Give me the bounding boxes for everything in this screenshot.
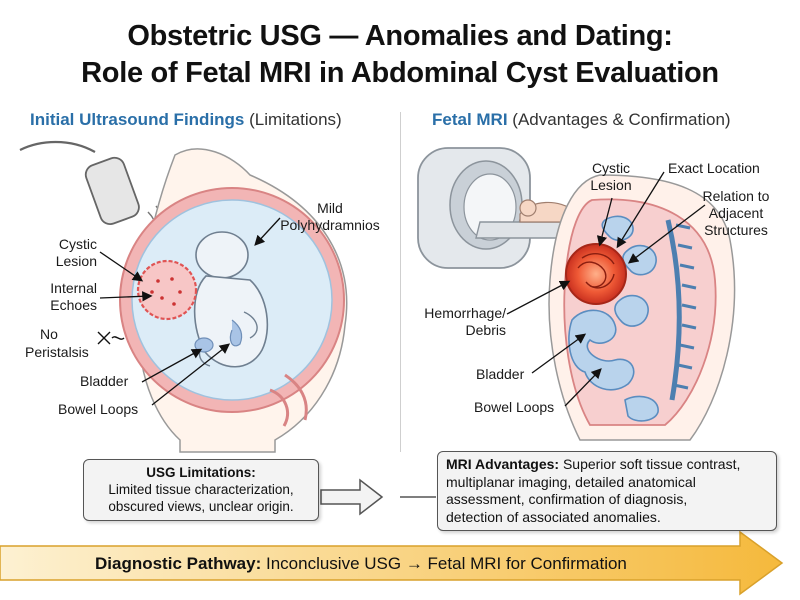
mri-hemorrhagic-lesion [565,243,627,305]
maternal-spine-pelvis [269,373,308,427]
mri-label-lesion: Lesion [590,177,632,193]
mri-advantages-box: MRI Advantages: Superior soft tissue con… [437,451,777,531]
mri-advantages-line3: assessment, confirmation of diagnosis, [446,491,688,507]
mri-leader-lines [506,171,706,407]
diagnostic-pathway-arrow [0,530,784,596]
usg-heading-rest: (Limitations) [244,110,342,129]
diagnostic-pathway-description: Inconclusive USG → Fetal MRI for Confirm… [261,554,627,573]
usg-label-mild: Mild [317,200,343,216]
mri-advantages-text1: Superior soft tissue contrast, [559,456,741,472]
mri-label-bowel-loops: Bowel Loops [474,399,555,415]
mri-heading-rest: (Advantages & Confirmation) [507,110,731,129]
usg-label-peristalsis: Peristalsis [25,344,89,360]
usg-label-no: No [40,326,58,342]
mri-heading-bold: Fetal MRI [432,110,508,129]
fetus [193,231,269,368]
usg-limitations-line1: Limited tissue characterization, [108,482,294,497]
mri-advantages-heading: MRI Advantages: [446,456,560,472]
mri-label-debris: Debris [465,322,506,338]
box-connector-arrows [320,478,436,516]
page-title-line1: Obstetric USG — Anomalies and Dating: [127,20,673,52]
mri-advantages-line1: MRI Advantages: Superior soft tissue con… [446,456,768,474]
usg-heading-bold: Initial Ultrasound Findings [30,110,245,129]
diagnostic-pathway-label: Diagnostic Pathway: [95,554,262,573]
usg-cystic-lesion [136,259,198,321]
usg-leader-lines [99,217,281,406]
diagnostic-pathway-text: Diagnostic Pathway: Inconclusive USG → F… [95,554,627,574]
mri-label-exact-location: Exact Location [668,160,760,176]
mri-label-cystic: Cystic [591,160,631,176]
mri-label-hemorrhage: Hemorrhage/ [424,305,506,321]
usg-limitations-line2: obscured views, unclear origin. [108,499,294,514]
mri-label-bladder: Bladder [476,366,525,382]
mri-advantages-line2: multiplanar imaging, detailed anatomical [446,473,696,490]
usg-label-bowel-loops: Bowel Loops [58,401,139,417]
usg-label-lesion: Lesion [55,253,97,269]
usg-label-cystic: Cystic [58,236,97,252]
no-peristalsis-icon [97,331,125,345]
usg-label-bladder: Bladder [80,373,129,389]
mri-spine [665,219,697,401]
usg-label-polyhydramnios: Polyhydramnios [280,217,380,233]
mri-label-structures: Structures [704,222,768,238]
page-title-line2: Role of Fetal MRI in Abdominal Cyst Eval… [81,57,719,89]
mri-section-heading: Fetal MRI (Advantages & Confirmation) [432,110,731,130]
mri-label-hemorrhage-debris: Hemorrhage/Debris [420,305,506,339]
mri-scanner [417,147,606,269]
usg-label-echoes: Echoes [50,297,97,313]
section-divider [400,112,401,452]
mri-advantages-line4: detection of associated anomalies. [446,508,661,525]
usg-label-internal: Internal [50,280,97,296]
mri-label-relation-to: Relation to [702,188,770,204]
usg-section-heading: Initial Ultrasound Findings (Limitations… [30,110,342,130]
usg-limitations-box: USG Limitations: Limited tissue characte… [83,459,319,521]
mri-label-adjacent: Adjacent [708,205,764,221]
usg-limitations-heading: USG Limitations: [146,465,256,480]
